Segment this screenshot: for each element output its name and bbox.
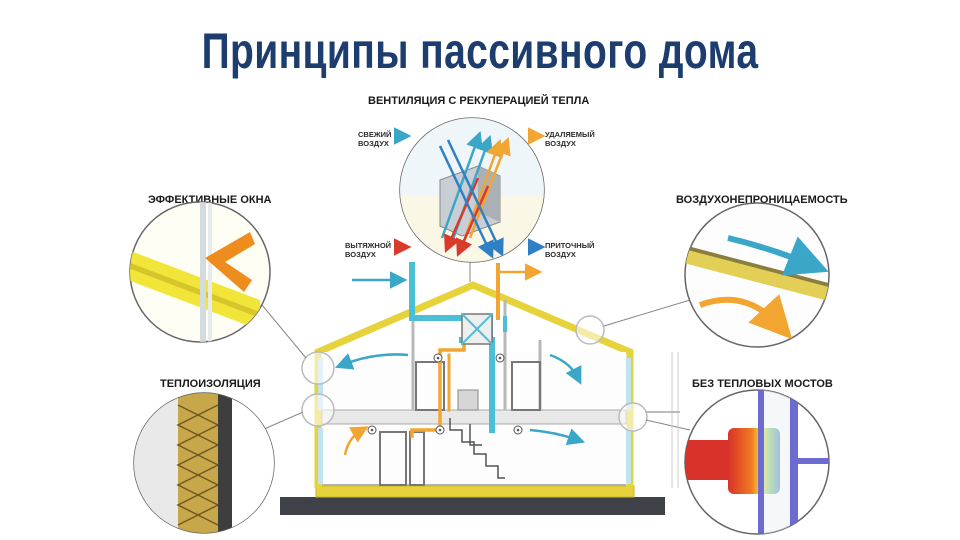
detail-airtightness: [684, 202, 830, 348]
label-insulation: ТЕПЛОИЗОЛЯЦИЯ: [160, 378, 261, 390]
page-title: Принципы пассивного дома: [201, 23, 759, 79]
label-no-thermal-bridges: БЕЗ ТЕПЛОВЫХ МОСТОВ: [692, 378, 833, 390]
callout-lines: [261, 262, 691, 431]
detail-no-thermal-bridges: [684, 389, 830, 535]
exterior-siding: [645, 352, 680, 488]
legend-arrows: [394, 127, 546, 256]
detail-efficient-windows: [129, 201, 271, 343]
detail-markers: [301, 315, 648, 432]
airflow-arrows: [335, 263, 586, 456]
label-airtightness: ВОЗДУХОНЕПРОНИЦАЕМОСТЬ: [676, 194, 848, 206]
detail-insulation: [133, 392, 275, 534]
label-ventilation: ВЕНТИЛЯЦИЯ С РЕКУПЕРАЦИЕЙ ТЕПЛА: [368, 95, 590, 107]
detail-heat-recovery: [399, 117, 545, 263]
interior-structure: [318, 300, 631, 486]
foundation: [280, 485, 665, 515]
label-efficient-windows: ЭФФЕКТИВНЫЕ ОКНА: [148, 194, 272, 206]
ventilation-ducts: [367, 262, 523, 438]
